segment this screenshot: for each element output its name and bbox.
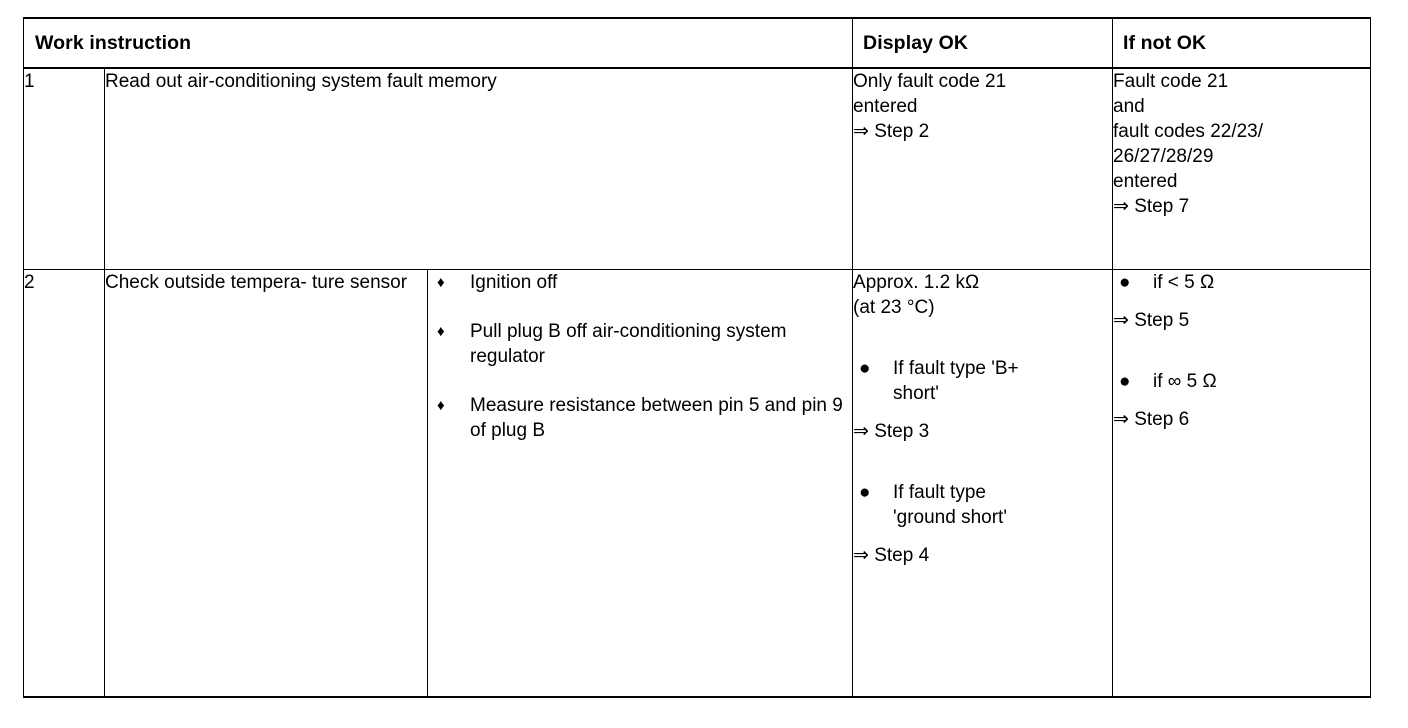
detail-text: Ignition off bbox=[470, 272, 558, 293]
measured-value-condition: (at 23 °C) bbox=[853, 297, 935, 318]
list-item: ● If fault type 'B+ short' bbox=[853, 356, 1112, 406]
condition-text: if < 5 Ω bbox=[1153, 272, 1215, 293]
spacer bbox=[853, 530, 1112, 543]
round-bullet-icon: ● bbox=[859, 482, 871, 503]
round-bullet-icon: ● bbox=[1119, 272, 1131, 293]
display-ok-result: ⇒ Step 2 bbox=[853, 121, 930, 142]
condition-text: if ∞ 5 Ω bbox=[1153, 371, 1217, 392]
display-ok-line: entered bbox=[853, 96, 918, 117]
list-item: ● If fault type 'ground short' bbox=[853, 480, 1112, 530]
table-row: 1 Read out air-conditioning system fault… bbox=[23, 67, 1372, 270]
if-not-ok-line: 26/27/28/29 bbox=[1113, 146, 1214, 167]
condition-text: If fault type 'B+ short' bbox=[893, 358, 1019, 404]
spacer bbox=[1113, 333, 1370, 369]
list-item: ♦ Pull plug B off air-conditioning syste… bbox=[428, 319, 852, 369]
column-header-if-not-ok: If not OK bbox=[1112, 17, 1372, 69]
list-item: ● if < 5 Ω bbox=[1113, 270, 1370, 295]
measured-value: Approx. 1.2 kΩ bbox=[853, 272, 980, 293]
if-not-ok-result: ⇒ Step 5 bbox=[1113, 310, 1190, 331]
detail-text: Measure resistance between pin 5 and pin… bbox=[470, 395, 843, 441]
display-ok-result: ⇒ Step 4 bbox=[853, 545, 930, 566]
if-not-ok-line: entered bbox=[1113, 171, 1178, 192]
step-number: 1 bbox=[23, 67, 105, 270]
round-bullet-icon: ● bbox=[859, 358, 871, 379]
detail-bullet-list: ♦ Ignition off ♦ Pull plug B off air-con… bbox=[428, 270, 852, 443]
column-header-display-ok: Display OK bbox=[852, 17, 1114, 69]
display-ok-result: ⇒ Step 3 bbox=[853, 421, 930, 442]
spacer bbox=[853, 444, 1112, 480]
spacer bbox=[1113, 394, 1370, 407]
display-ok-cell: Approx. 1.2 kΩ (at 23 °C) ● If fault typ… bbox=[852, 269, 1114, 698]
spacer bbox=[1113, 295, 1370, 308]
if-not-ok-line: fault codes 22/23/ bbox=[1113, 121, 1264, 142]
diamond-bullet-icon: ♦ bbox=[437, 323, 445, 340]
if-not-ok-line: and bbox=[1113, 96, 1145, 117]
table-header-row: Work instruction Display OK If not OK bbox=[22, 17, 1372, 69]
if-not-ok-cell: Fault code 21 and fault codes 22/23/ 26/… bbox=[1112, 67, 1372, 270]
list-item: ● if ∞ 5 Ω bbox=[1113, 369, 1370, 394]
if-not-ok-cell: ● if < 5 Ω ⇒ Step 5 ● if ∞ 5 Ω ⇒ Step 6 bbox=[1112, 269, 1372, 698]
display-ok-line: Only fault code 21 bbox=[853, 71, 1007, 92]
work-instruction-text: Check outside tempera- ture sensor bbox=[104, 269, 428, 698]
diamond-bullet-icon: ♦ bbox=[437, 274, 445, 291]
step-number: 2 bbox=[23, 269, 105, 698]
if-not-ok-result: ⇒ Step 6 bbox=[1113, 409, 1190, 430]
if-not-ok-line: Fault code 21 bbox=[1113, 71, 1229, 92]
round-bullet-icon: ● bbox=[1119, 371, 1131, 392]
spacer bbox=[853, 320, 1112, 356]
procedure-table: Work instruction Display OK If not OK 1 … bbox=[22, 17, 1372, 698]
spacer bbox=[853, 406, 1112, 419]
work-instruction-text: Read out air-conditioning system fault m… bbox=[103, 67, 854, 270]
diamond-bullet-icon: ♦ bbox=[437, 397, 445, 414]
work-detail-cell: ♦ Ignition off ♦ Pull plug B off air-con… bbox=[426, 269, 854, 698]
column-header-work-instruction: Work instruction bbox=[22, 17, 854, 69]
list-item: ♦ Measure resistance between pin 5 and p… bbox=[428, 393, 852, 443]
if-not-ok-result: ⇒ Step 7 bbox=[1113, 196, 1190, 217]
display-ok-cell: Only fault code 21 entered ⇒ Step 2 bbox=[852, 67, 1114, 270]
detail-text: Pull plug B off air-conditioning system … bbox=[470, 321, 787, 367]
table-row: 2 Check outside tempera- ture sensor ♦ I… bbox=[23, 269, 1372, 698]
list-item: ♦ Ignition off bbox=[428, 270, 852, 295]
condition-text: If fault type 'ground short' bbox=[893, 482, 1007, 528]
